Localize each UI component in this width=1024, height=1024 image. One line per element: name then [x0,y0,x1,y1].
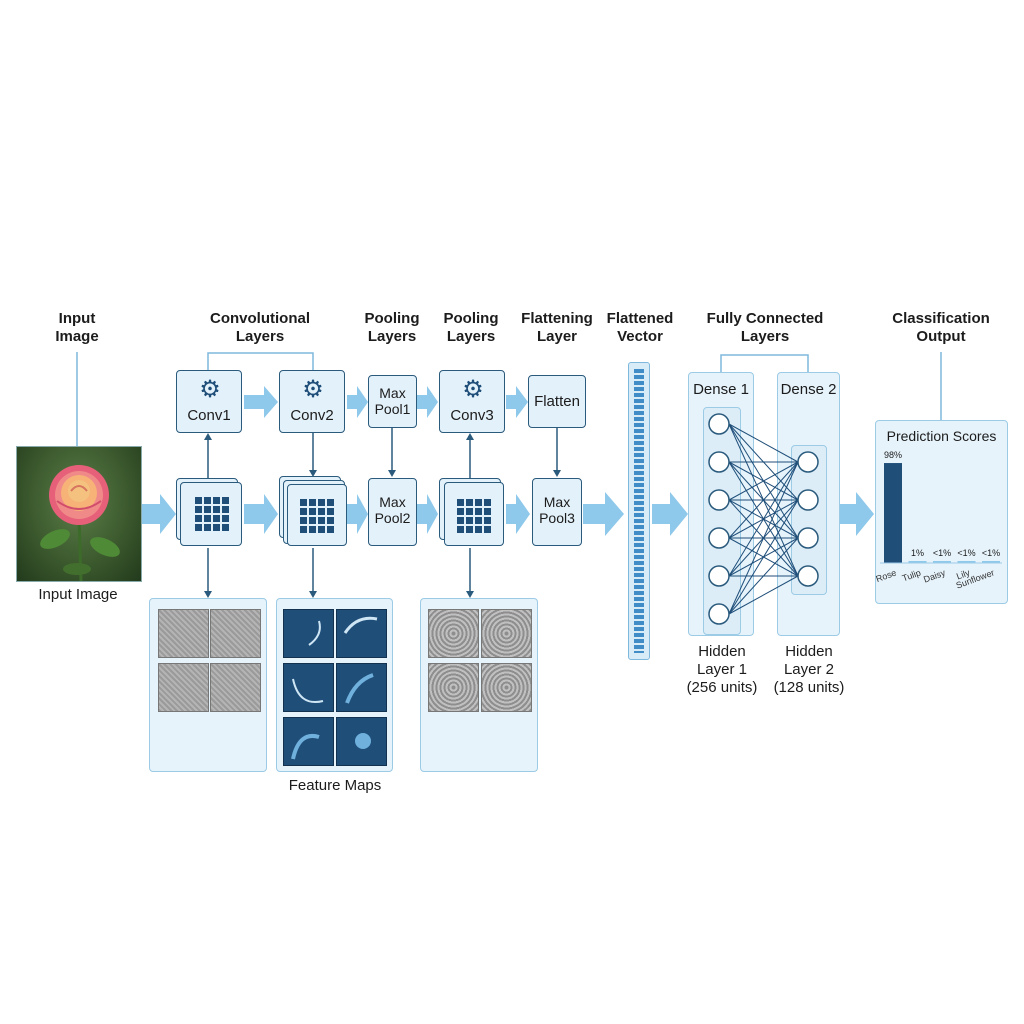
hidden-layer-2-caption: Hidden Layer 2 (128 units) [773,643,845,696]
header-classification-output: Classification Output [892,310,990,345]
prediction-bar [908,561,927,563]
nn-node [797,489,819,511]
feature-maps-panel-1 [149,598,267,772]
prediction-score-label: <1% [957,548,975,558]
feature-map [481,609,532,658]
dense1-inner [703,407,741,635]
feature-maps-panel-3 [420,598,538,772]
feature-map [158,663,209,712]
vector-cells [634,369,644,653]
nn-node [797,451,819,473]
prediction-bar [884,463,902,563]
conv2-box: ⚙ Conv2 [279,370,345,433]
prediction-score-label: 98% [884,450,902,460]
conv2-label: Conv2 [290,407,334,424]
feature-map [428,609,479,658]
prediction-class-label: Daisy [922,567,947,584]
feature-map [481,663,532,712]
maxpool3-box: Max Pool3 [532,478,582,546]
conv3-box: ⚙ Conv3 [439,370,505,433]
nn-connection [728,575,799,615]
dense1-label: Dense 1 [693,381,749,398]
nn-node [708,489,730,511]
dense2-label: Dense 2 [780,381,837,398]
flatten-box: Flatten [528,375,586,428]
feature-map-strokes [291,616,378,760]
input-image [16,446,142,582]
prediction-bar [933,561,951,563]
nn-connection [728,461,799,539]
feature-map [336,609,387,658]
feature-map [283,609,334,658]
flow-arrows [140,386,874,536]
gear-icon: ⚙ [462,376,484,403]
header-pooling-layers-2: Pooling Layers [443,310,499,345]
conv2-feature-stack [287,484,347,546]
feature-map [210,663,261,712]
nn-node [708,527,730,549]
prediction-scores-title: Prediction Scores [886,428,997,444]
header-flattened-vector: Flattened Vector [606,310,674,345]
flattened-vector-bar [628,362,650,660]
header-input-image: Input Image [55,310,99,345]
header-pooling-layers-1: Pooling Layers [364,310,420,345]
nn-node [797,565,819,587]
flatten-label: Flatten [534,393,580,410]
nn-node [708,451,730,473]
conv3-label: Conv3 [450,407,494,424]
nn-node [708,603,730,625]
maxpool2-box: Max Pool2 [368,478,417,546]
conv3-feature-stack [444,482,504,546]
nn-node [708,413,730,435]
nn-connection [728,499,799,615]
feature-map [336,663,387,712]
prediction-score-label: <1% [982,548,1000,558]
maxpool1-box: Max Pool1 [368,375,417,428]
vertical-arrows [204,428,561,598]
conv1-box: ⚙ Conv1 [176,370,242,433]
nn-node [708,565,730,587]
nn-connection [728,461,799,501]
nn-connection [728,537,799,615]
grid-icon [457,497,493,533]
feature-maps-panel-2 [276,598,393,772]
feature-map [428,663,479,712]
nn-connection [728,461,799,577]
hidden-layer-1-caption: Hidden Layer 1 (256 units) [686,643,758,696]
prediction-class-label: Lily [955,567,972,581]
gear-icon: ⚙ [302,376,324,403]
prediction-class-label: Tulip [901,567,922,583]
header-fully-connected-layers: Fully Connected Layers [706,310,824,345]
header-convolutional-layers: Convolutional Layers [210,310,310,345]
header-flattening-layer: Flattening Layer [521,310,593,345]
prediction-score-label: <1% [933,548,951,558]
prediction-class-label: Rose [875,567,898,584]
input-image-caption: Input Image [38,586,118,603]
prediction-score-label: 1% [911,548,924,558]
rose-illustration [40,465,120,581]
feature-map [210,609,261,658]
prediction-bar [982,561,1000,563]
maxpool1-label: Max Pool1 [374,385,411,417]
feature-map [158,609,209,658]
prediction-bar [957,561,976,563]
maxpool3-label: Max Pool3 [539,494,575,526]
feature-map [283,663,334,712]
nn-node [797,527,819,549]
conv1-label: Conv1 [187,407,231,424]
nn-connection [728,461,799,615]
nn-connection [728,423,799,463]
conv1-feature-stack [180,482,242,546]
grid-icon [195,497,229,531]
grid-icon [300,497,336,533]
gear-icon: ⚙ [199,376,221,403]
feature-maps-caption: Feature Maps [288,777,382,794]
maxpool2-label: Max Pool2 [374,494,411,526]
